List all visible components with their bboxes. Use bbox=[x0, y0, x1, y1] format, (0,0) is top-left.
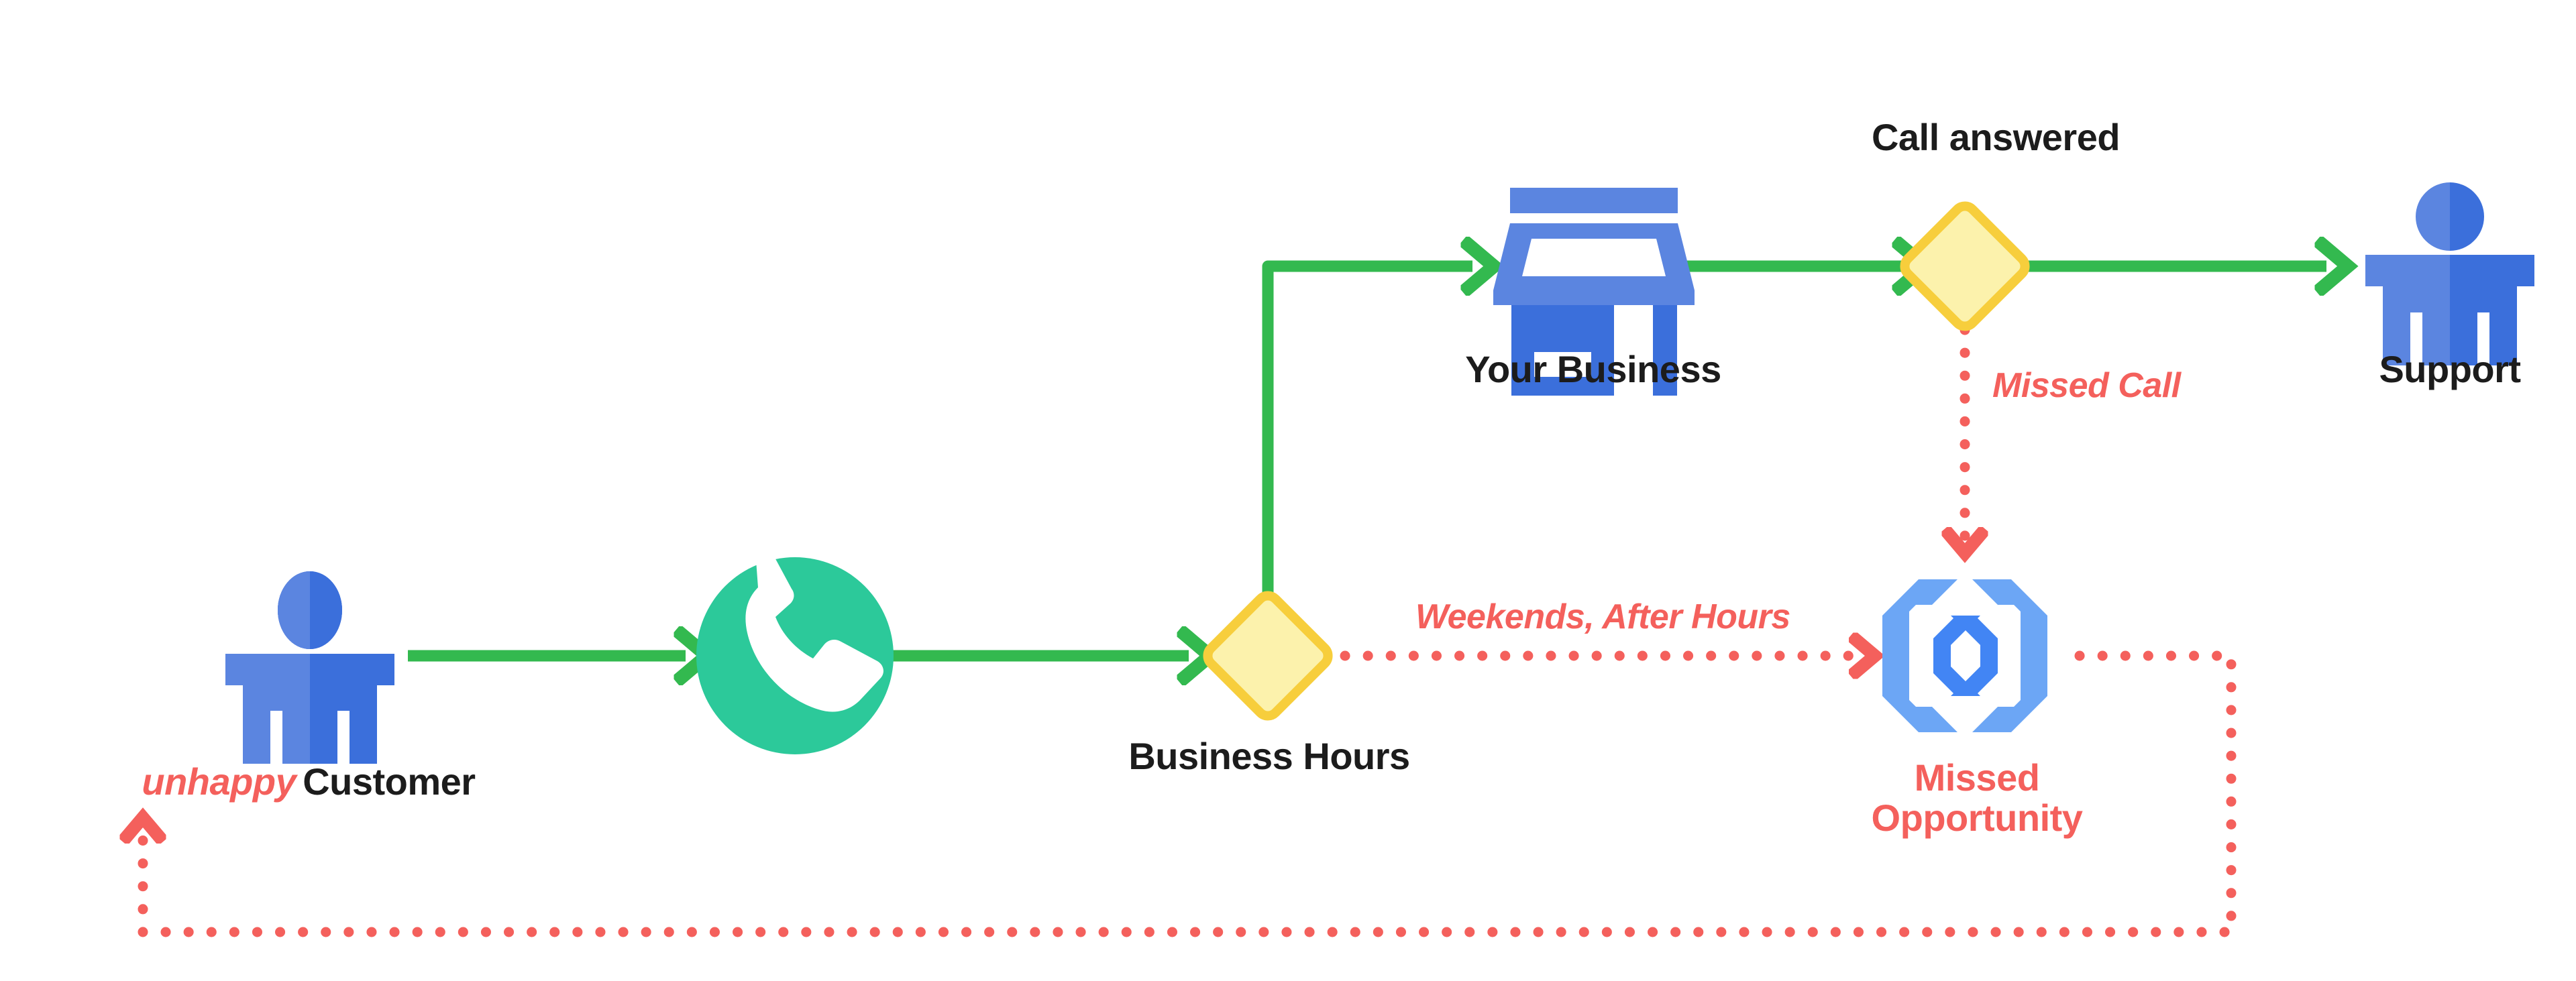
business-hours-label: Business Hours bbox=[1128, 735, 1410, 777]
phone-handset-icon bbox=[696, 548, 894, 754]
customer-unhappy-emphasis: unhappy bbox=[142, 760, 297, 803]
missed-opportunity-label-line2: Opportunity bbox=[1871, 797, 2083, 840]
call-answered-diamond-icon bbox=[1900, 201, 2030, 331]
call-answered-label: Call answered bbox=[1871, 116, 2121, 158]
missed-opportunity-label: Missed Opportunity bbox=[1871, 756, 2083, 840]
broken-link-octagon-icon bbox=[1882, 579, 2047, 732]
customer-label-text: Customer bbox=[303, 760, 476, 803]
business-hours-diamond-icon bbox=[1203, 591, 1333, 721]
edge-business-hours-to-your-business bbox=[1262, 266, 1472, 593]
customer-person-icon bbox=[225, 571, 394, 764]
weekends-after-hours-edge-label: Weekends, After Hours bbox=[1415, 597, 1790, 636]
support-label: Support bbox=[2379, 348, 2521, 390]
storefront-icon bbox=[1493, 188, 1695, 396]
your-business-label: Your Business bbox=[1465, 348, 1721, 390]
support-person-icon bbox=[2365, 182, 2534, 365]
missed-opportunity-label-line1: Missed bbox=[1914, 756, 2040, 799]
missed-call-edge-label: Missed Call bbox=[1992, 366, 2181, 405]
